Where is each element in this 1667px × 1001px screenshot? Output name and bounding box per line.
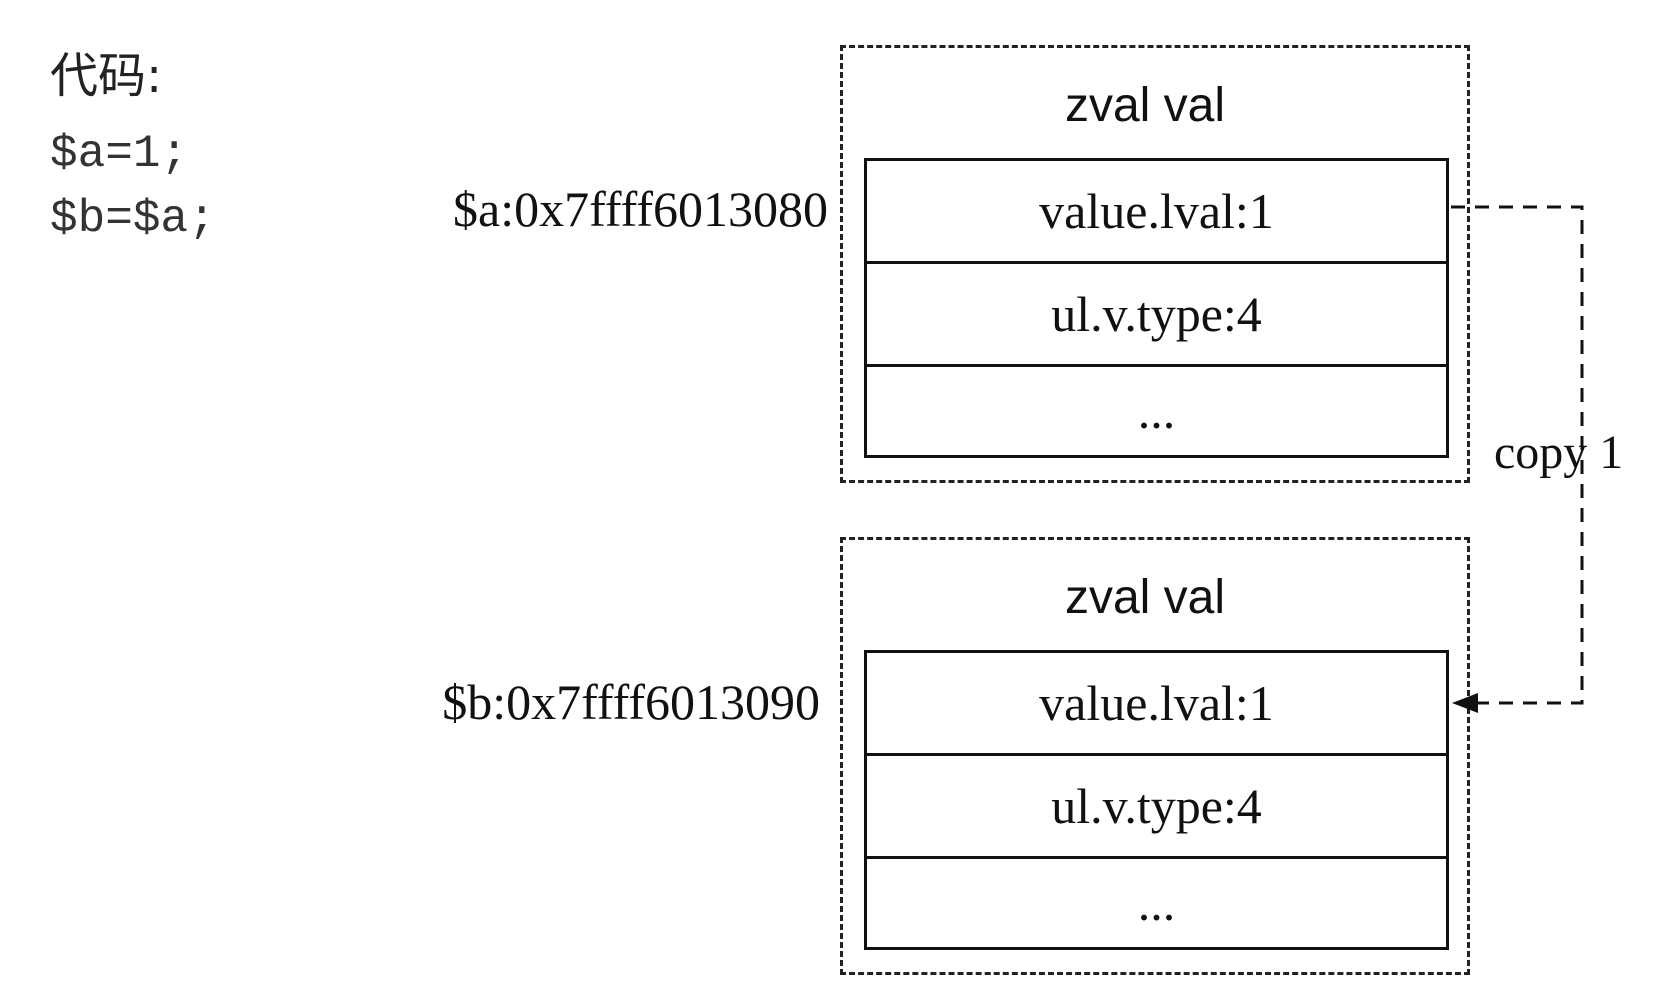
zval-a-struct: value.lval:1 ul.v.type:4 ... — [864, 158, 1449, 458]
zval-b-container — [840, 537, 1470, 975]
zval-a-field-type: ul.v.type:4 — [867, 264, 1446, 367]
zval-a-title: zval val — [1064, 79, 1226, 132]
zval-b-title: zval val — [1064, 571, 1226, 624]
zval-a-field-more: ... — [1137, 383, 1176, 439]
zval-b-struct: value.lval:1 ul.v.type:4 ... — [864, 650, 1449, 950]
code-line-2: $b=$a; — [50, 193, 216, 245]
copy-arrow-head — [1452, 693, 1478, 713]
zval-b-address: $b:0x7ffff6013090 — [442, 674, 820, 730]
zval-b-field-more: ... — [1137, 875, 1176, 931]
zval-a-address: $a:0x7ffff6013080 — [453, 181, 828, 237]
zval-a-field-value: value.lval:1 — [867, 161, 1446, 264]
zval-b-field-type: ul.v.type:4 — [867, 756, 1446, 859]
zval-a-container — [840, 45, 1470, 483]
code-line-1: $a=1; — [50, 128, 189, 180]
zval-b-field-value: value.lval:1 — [867, 653, 1446, 756]
code-heading: 代码: — [50, 48, 163, 104]
copy-arrow-label: copy 1 — [1494, 426, 1624, 479]
